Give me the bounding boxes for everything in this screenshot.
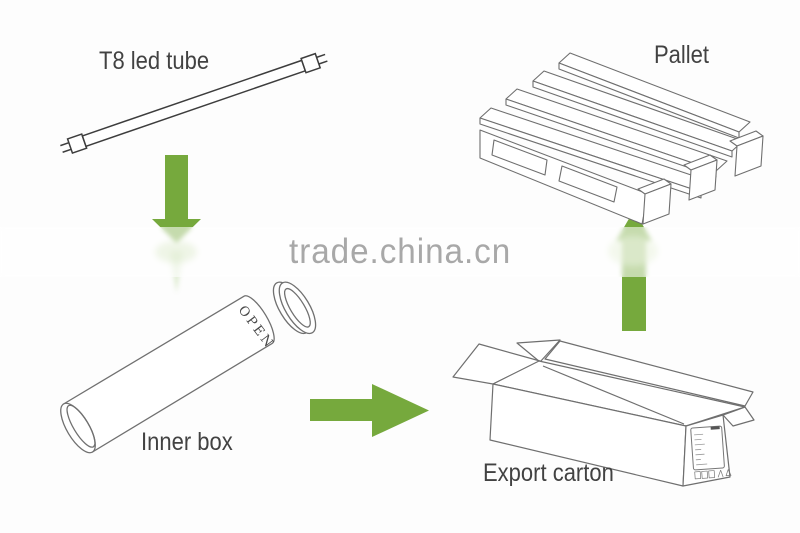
lid-ring-inner: [283, 287, 311, 328]
cylinder-body: [62, 295, 275, 453]
label-inner-box: Inner box: [141, 428, 233, 456]
tube-end-cap: [300, 52, 322, 74]
t8-tube-drawing: [60, 52, 328, 155]
fork-hole: [491, 139, 548, 176]
tube-pin: [62, 148, 72, 153]
tube-pin: [318, 60, 328, 65]
label-t8-led-tube: T8 led tube: [99, 47, 210, 75]
carton-corner-flap: [516, 339, 561, 363]
label-export-carton: Export carton: [483, 459, 614, 487]
pallet-stringer-end: [642, 183, 672, 225]
pallet-drawing: [479, 52, 764, 225]
pallet-slat-edge: [479, 117, 702, 199]
right-arrow-icon: [310, 384, 429, 437]
label-pallet: Pallet: [654, 41, 710, 69]
watermark-band: trade.china.cn: [0, 227, 800, 277]
handling-icons: [694, 469, 732, 480]
cylinder-lid-ring: [272, 281, 317, 335]
tube-pin: [316, 53, 326, 59]
tube-pin: [60, 141, 70, 147]
pallet-stringer-end: [688, 159, 718, 201]
carton-back-flap: [544, 340, 754, 407]
pallet-stringer-end: [734, 135, 764, 177]
cylinder-bottom-cap: [60, 402, 96, 454]
carton-right-flap: [722, 406, 755, 427]
fork-hole: [558, 165, 618, 203]
inner-box-drawing: OPEN: [60, 281, 317, 454]
down-arrow-icon: [152, 155, 201, 243]
cylinder-bottom-cap-rim: [66, 404, 96, 448]
flow-step-2: [310, 384, 429, 437]
lid-ring-front: [278, 281, 317, 335]
carton-floor-line: [542, 365, 685, 425]
watermark-text: trade.china.cn: [289, 232, 512, 271]
shipping-label-text-lines: [694, 433, 708, 466]
pallet-slat-edge: [532, 80, 733, 158]
shipping-label: [690, 425, 732, 480]
shipping-label-panel: [690, 425, 725, 471]
export-carton-drawing: [452, 339, 755, 487]
shipping-label-mark: [710, 426, 720, 430]
